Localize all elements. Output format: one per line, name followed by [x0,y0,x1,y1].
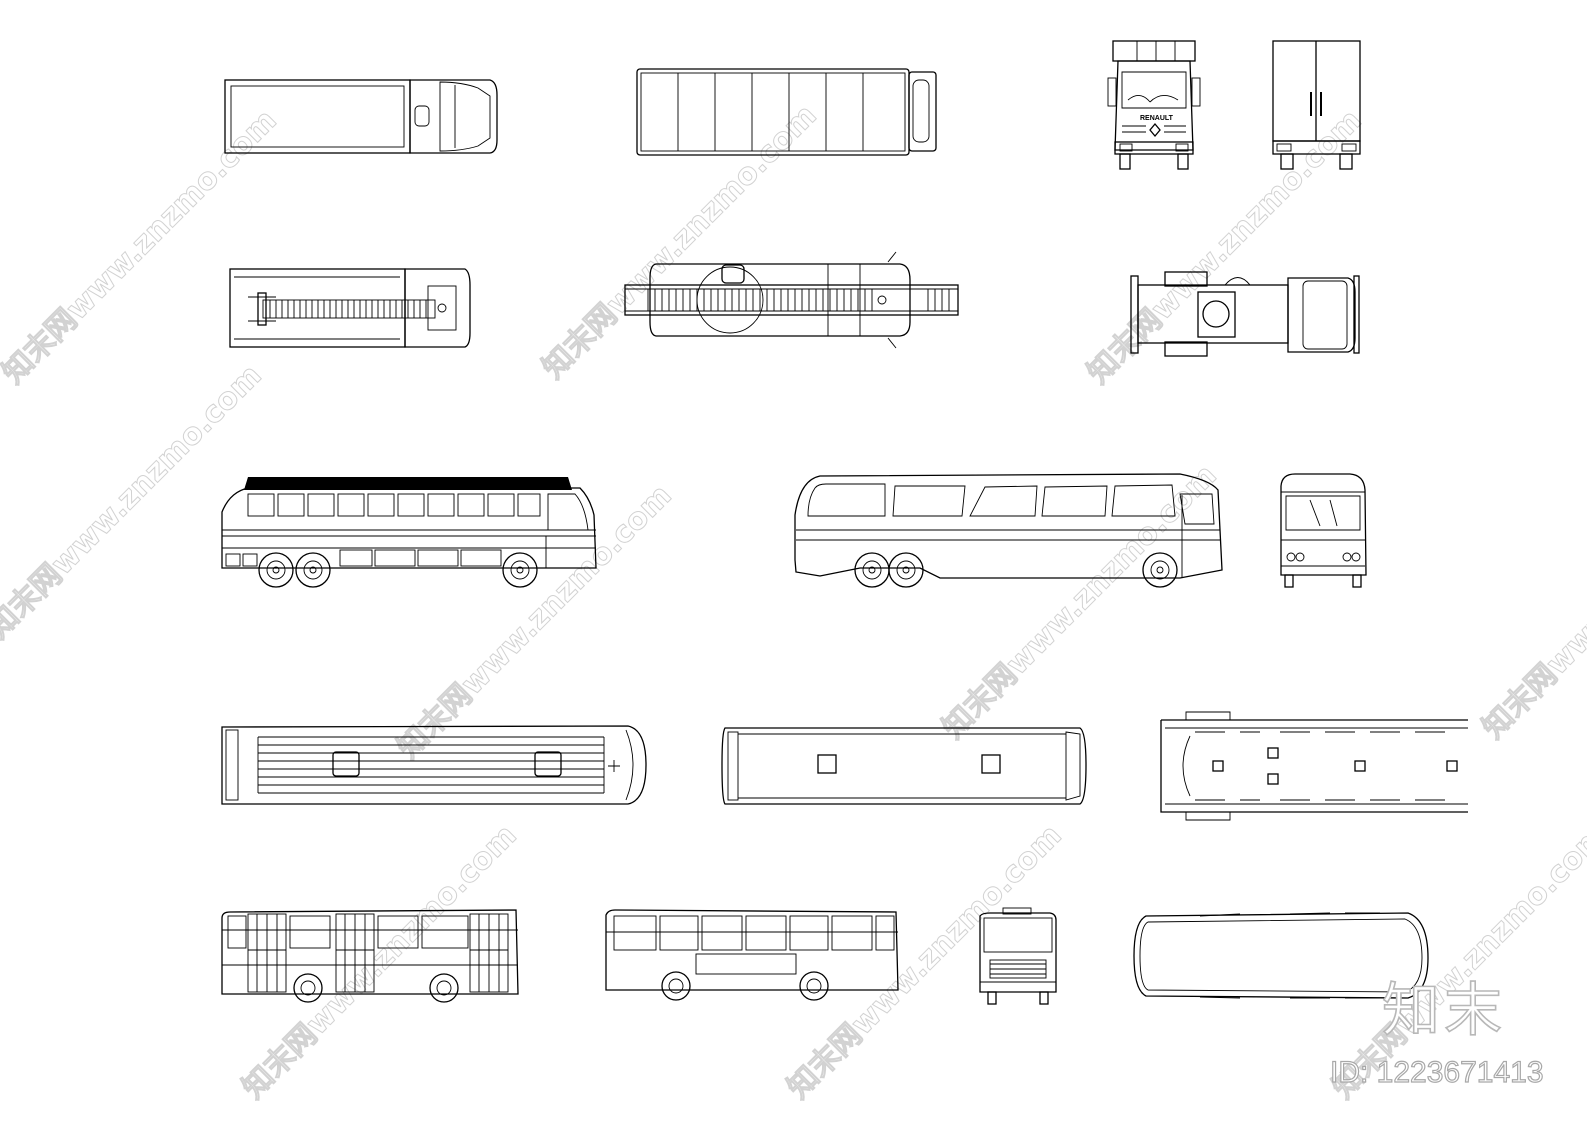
door-panel [469,913,509,993]
watermark: 知末网www.znzmo.com [1476,458,1587,746]
watermark: 知末网www.znzmo.com [781,818,1069,1106]
watermark: 知末网www.znzmo.com [1081,103,1369,391]
coach-side-view-1 [221,477,597,588]
coach-top-view-1 [221,725,647,805]
coach-side-view-2 [794,473,1223,588]
door-panel [247,913,287,993]
coach-top-view-3 [1133,912,1429,999]
city-bus-side-view-2 [605,909,899,1001]
city-bus-front-view [979,907,1057,1005]
brand-mark: 知末 [1381,975,1507,1045]
watermark-layer: 知末网www.znzmo.com 知末网www.znzmo.com 知末网www… [0,97,1587,1106]
coach-top-view-2 [721,727,1087,805]
truck-brand-badge: RENAULT [1140,115,1174,122]
coach-front-view [1280,473,1367,588]
door-panel [335,913,375,993]
image-id-label: ID: 1223671413 [1329,1055,1544,1089]
truck-top-view [224,79,498,154]
watermark: 知末网www.znzmo.com [391,478,679,766]
watermark: 知末网www.znzmo.com [536,98,824,386]
crane-truck-top-view [229,268,471,348]
ladder-truck-top-view [624,251,959,349]
truck-rear-view [1272,40,1361,170]
watermark: 知末网www.znzmo.com [236,818,524,1106]
truck-front-view: RENAULT [1107,40,1201,170]
watermark: 知末网www.znzmo.com [0,358,269,646]
tanker-truck-top-view [1130,271,1360,357]
trailer-top-view [636,68,937,156]
city-bus-side-view-1 [221,909,519,1003]
watermark: 知末网www.znzmo.com [936,458,1224,746]
articulated-bus-top-view [1160,711,1468,821]
